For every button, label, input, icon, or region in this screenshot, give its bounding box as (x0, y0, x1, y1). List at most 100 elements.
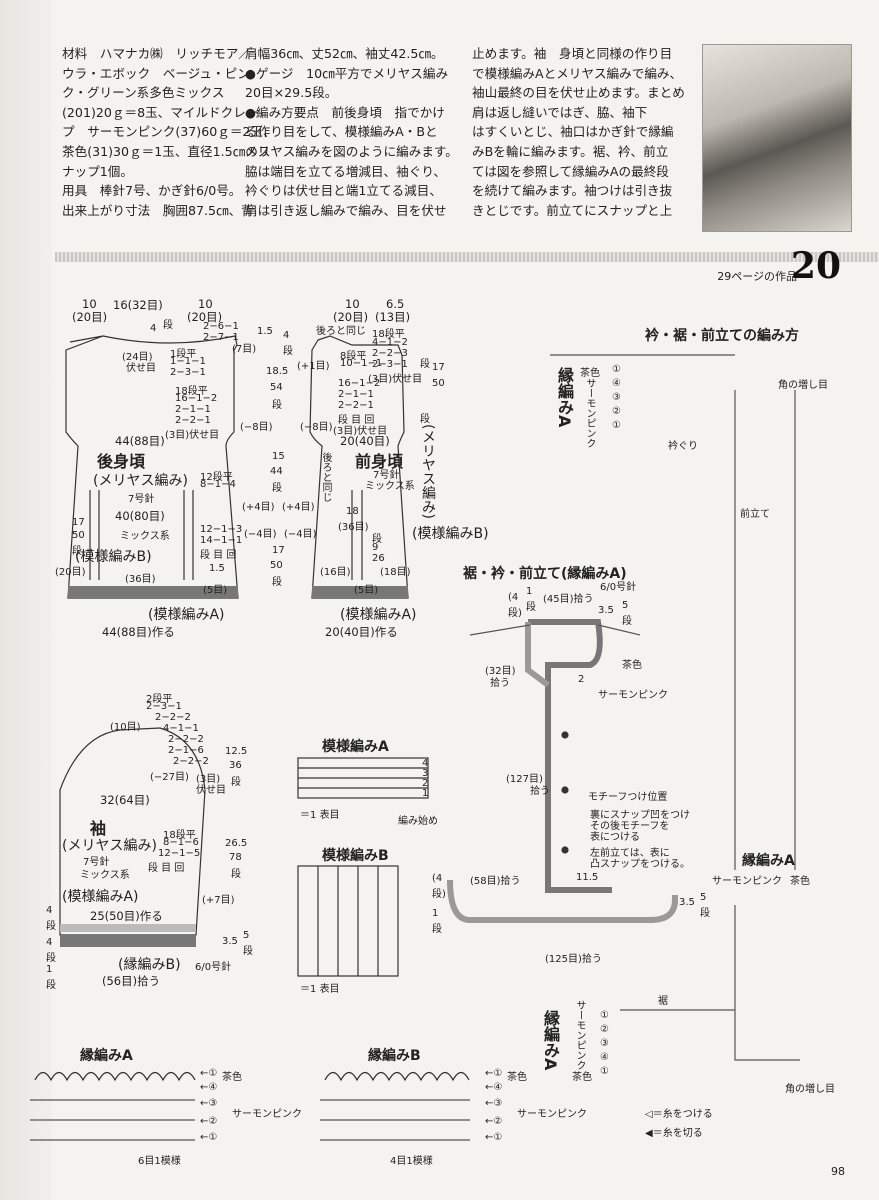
front-note-5: 2−2−3 (372, 348, 408, 359)
edging-a-row-0: ←① (200, 1068, 218, 1079)
back-note-21: 17 (72, 517, 85, 528)
collar-lbl-15: モチーフつけ位置 (588, 792, 668, 803)
sleeve-note-9: (−27目) (150, 772, 189, 783)
collar-lbl-11: サーモンピンク (598, 690, 668, 701)
back-note-23: 段 (72, 546, 82, 557)
collar-lbl-9: 拾う (490, 678, 510, 689)
sleeve-note-3: 4−1−1 (163, 723, 199, 734)
sleeve-yarn: ミックス系 (80, 870, 130, 881)
edging-a-row-1: ←④ (200, 1082, 218, 1093)
edging-b-row-2: ←③ (485, 1098, 503, 1109)
collar-lbl-7: 段 (622, 616, 632, 627)
text-line: 肩は引き返し編みで編み、目を伏せ (245, 202, 447, 218)
back-note-19: (36目) (125, 574, 156, 585)
sleeve-needle: 7号針 (83, 857, 110, 868)
front-note-6: 2−3−1 (372, 359, 408, 370)
edging-row-3: ② (612, 406, 621, 417)
sleeve-dim-12: 3.5 (222, 936, 238, 947)
sleeve-dim-1: 36 (229, 760, 242, 771)
text-line: メリヤス編みを図のように編みます。 (245, 143, 458, 159)
sleeve-title: 袖 (90, 819, 107, 838)
back-dim-1: 10 (82, 297, 97, 311)
mid-dim-4: 18.5 (266, 366, 289, 377)
sleeve-hook: 6/0号針 (195, 962, 232, 973)
front-note-1: 18段平 (372, 329, 405, 340)
mid-dim-9: 15 (272, 451, 285, 462)
attach-icon: ◁ (645, 1109, 653, 1120)
edging-corner: 角の増し目 (778, 380, 828, 391)
front-dim-3: (13目) (375, 310, 411, 324)
front-note-7: (3目)伏せ目 (368, 374, 423, 385)
cut-icon: ◀ (645, 1128, 653, 1139)
collar-lbl-24: 段) (432, 889, 446, 900)
back-note-24: 1.5 (209, 563, 225, 574)
text-line: 袖山最終の目を伏せ止めます。まとめ (472, 85, 685, 101)
mid-dim-18: 段 (272, 577, 282, 588)
text-line: 茶色(31)30ｇ＝1玉、直径1.5㎝のス (62, 143, 271, 159)
back-note-10: 2−1−1 (175, 404, 211, 415)
collar-lbl-1: (4 (508, 592, 519, 603)
front-title: 前身頃 (355, 452, 404, 471)
sleeve-cast-on: 25(50目)作る (90, 909, 163, 923)
front-pattern-a: (模様編みA) (340, 607, 417, 623)
sleeve-note-5: 2−1−6 (168, 745, 204, 756)
edging-vert: 縁編みA (555, 367, 574, 428)
text-line: を続けて編みます。袖つけは引き抜 (472, 183, 673, 199)
text-line: 出来上がり寸法 胸囲87.5㎝、背 (62, 202, 254, 218)
collar-lbl-6: 5 (622, 600, 629, 611)
text-line: ナップ1個。 (62, 163, 133, 179)
text-column-finishing: 止めます。袖 身頃と同様の作り目で模様編みAとメリヤス編みで編み、袖山最終の目を… (472, 44, 692, 220)
front-note-15: (36目) (338, 522, 369, 533)
text-line: みBを輪に編みます。裾、衿、前立 (472, 143, 669, 159)
front-note-11: 段 目 回 (338, 415, 375, 426)
sleeve-dim-0: 12.5 (225, 746, 248, 757)
sleeve-dim-2: 段 (231, 777, 241, 788)
mid-dim-5: 54 (270, 382, 283, 393)
front-needle: 7号針 (373, 470, 400, 481)
sleeve-width: 32(64目) (100, 793, 150, 807)
front-note-3: 4−1−2 (372, 337, 408, 348)
back-note-3: 1段平 (170, 349, 197, 360)
model-photo (702, 44, 852, 232)
sleeve-note-13: 段 目 回 (148, 863, 185, 874)
back-note-8: 18段平 (175, 386, 208, 397)
text-line: きとじです。前立てにスナップと上 (472, 202, 673, 218)
collar-lbl-23: (4 (432, 873, 443, 884)
edging-br-title: 縁編みA (742, 853, 795, 869)
back-needle: 7号針 (128, 494, 155, 505)
edging-b-repeat: 4目1模様 (390, 1156, 433, 1167)
back-note-4: 1−1−1 (170, 356, 206, 367)
collar-lbl-29: 段 (700, 908, 710, 919)
collar-lbl-20: 凸スナップをつける。 (590, 859, 690, 870)
collar-lbl-5: 3.5 (598, 605, 614, 616)
pattern-a-legend: ＝1 表目 (300, 810, 340, 821)
edging-a-row-3: ←② (200, 1116, 218, 1127)
edging-row-0: ① (612, 364, 621, 375)
front-note-17: (18目) (380, 567, 411, 578)
collar-lbl-21: (58目)拾う (470, 876, 521, 887)
sleeve-sub: (メリヤス編み) (62, 838, 157, 854)
back-dim-5: (20目) (187, 310, 223, 324)
front-note-23: 26 (372, 553, 385, 564)
mid-dim-7: (−8目) (240, 422, 273, 433)
collar-lbl-12: 2 (578, 674, 585, 685)
back-note-15: 12−1−3 (200, 524, 243, 535)
edging-b-row-4: ←① (485, 1132, 503, 1143)
back-note-0: 2−6−1 (203, 321, 239, 332)
edging-a-title: 縁編みA (80, 1048, 133, 1064)
front-yarn: ミックス系 (365, 481, 415, 492)
front-width: 20(40目) (340, 434, 390, 448)
sleeve-pick: (56目)拾う (102, 974, 161, 988)
text-column-materials: 材料 ハマナカ㈱ リッチモア／ウラ・エボック ベージュ・ピンク・グリーン系多色ミ… (62, 44, 276, 220)
sleeve-note-1: 2−3−1 (146, 701, 182, 712)
pattern-a-row-4: 4 (422, 758, 429, 769)
header-separator (55, 252, 879, 262)
back-note-22: 50 (72, 530, 85, 541)
mid-dim-17: 50 (270, 560, 283, 571)
text-line: ク・グリーン系多色ミックス (62, 85, 225, 101)
back-note-13: 12段平 (200, 472, 233, 483)
back-pattern-a: (模様編みA) (148, 607, 225, 623)
edging-b-row-3: ←② (485, 1116, 503, 1127)
edging-br-row-3: ④ (600, 1052, 609, 1063)
